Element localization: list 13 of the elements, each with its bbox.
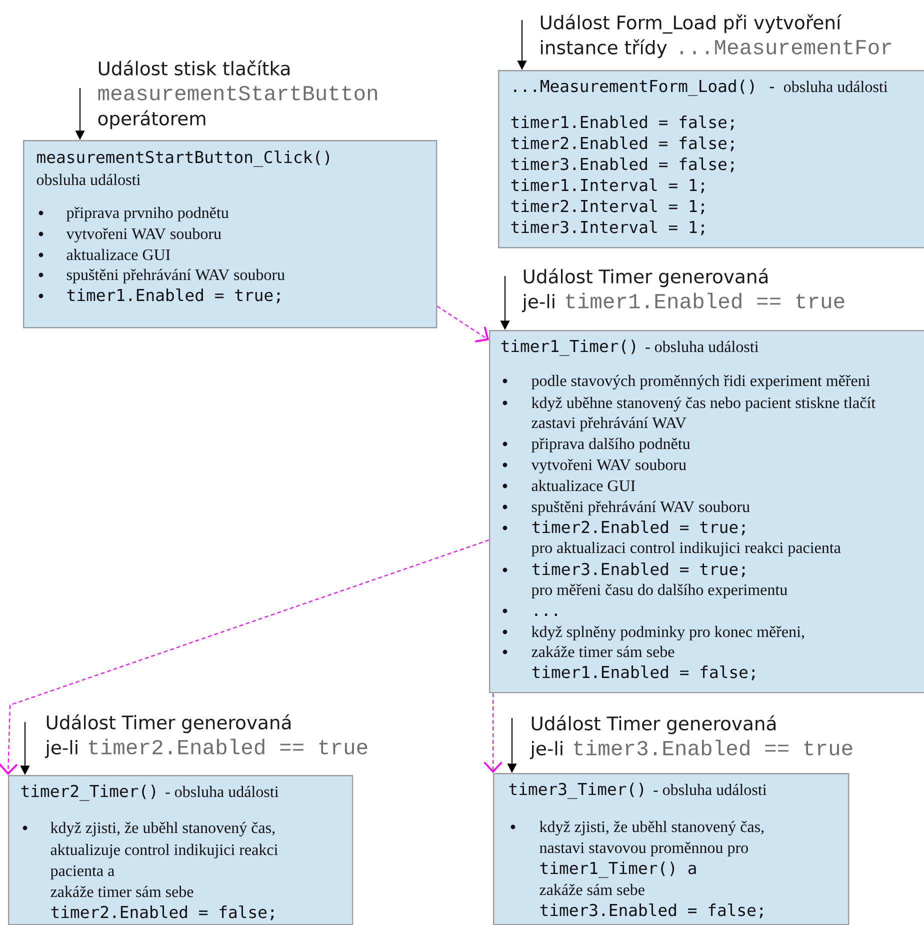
dashed-arrow [484,693,502,773]
handler-box: timer1_Timer() - obsluha události podle stavových proměnných řidi experiment měřeni když uběhne stanovený čas nebo pacient stiskne tlačít zastavi přehrávání WAV připrava dalšího podnětu vytvořeni WAV souboru aktualizace GUI spuštěni přehrávání WAV souboru timer2.Enabled = true; pro aktualizaci control indikujici reakci pacienta timer3.Enabled = true; pro měřeni času do dalšího experimentu ... když splněny podminky pro konec měřeni, zakáže timer sám sebe timer1.Enabled = false; [489,330,924,694]
handler-box: timer3_Timer() - obsluha události když zjisti, že uběhl stanovený čas, nastavi stavovou proměnnou pro timer1_Timer() a zakáže sám sebe timer3.Enabled = false; [493,773,850,925]
event-heading: Událost Form_Load při vytvoření instance třídy ...MeasurementFor [540,14,892,58]
event-heading: Událost stisk tlačítka measurementStartButton operátorem [98,60,377,130]
event-heading: Událost Timer generovaná je-li timer3.Enabled == true [530,715,852,760]
handler-box: timer2_Timer() - obsluha události když zjisti, že uběhl stanovený čas, aktualizuje control indikujici reakci pacienta a zakáže timer sám sebe timer2.Enabled = false; [8,775,354,925]
handler-box: ...MeasurementForm_Load() - obsluha události timer1.Enabled = false; timer2.Enabled = false; timer3.Enabled = false; timer1.Interval = 1; timer2.Interval = 1; timer3.Interval = 1; [498,70,924,248]
handler-box: measurementStartButton_Click() obsluha události připrava prvniho podnětu vytvořeni WAV souboru aktualizace GUI spuštěni přehrávání WAV souboru timer1.Enabled = true; [23,140,438,328]
dashed-arrow [0,540,490,775]
event-heading: Událost Timer generovaná je-li timer2.Enabled == true [44,714,368,758]
event-heading: Událost Timer generovaná je-li timer1.Enabled == true [522,268,844,312]
dashed-arrow [436,306,489,342]
